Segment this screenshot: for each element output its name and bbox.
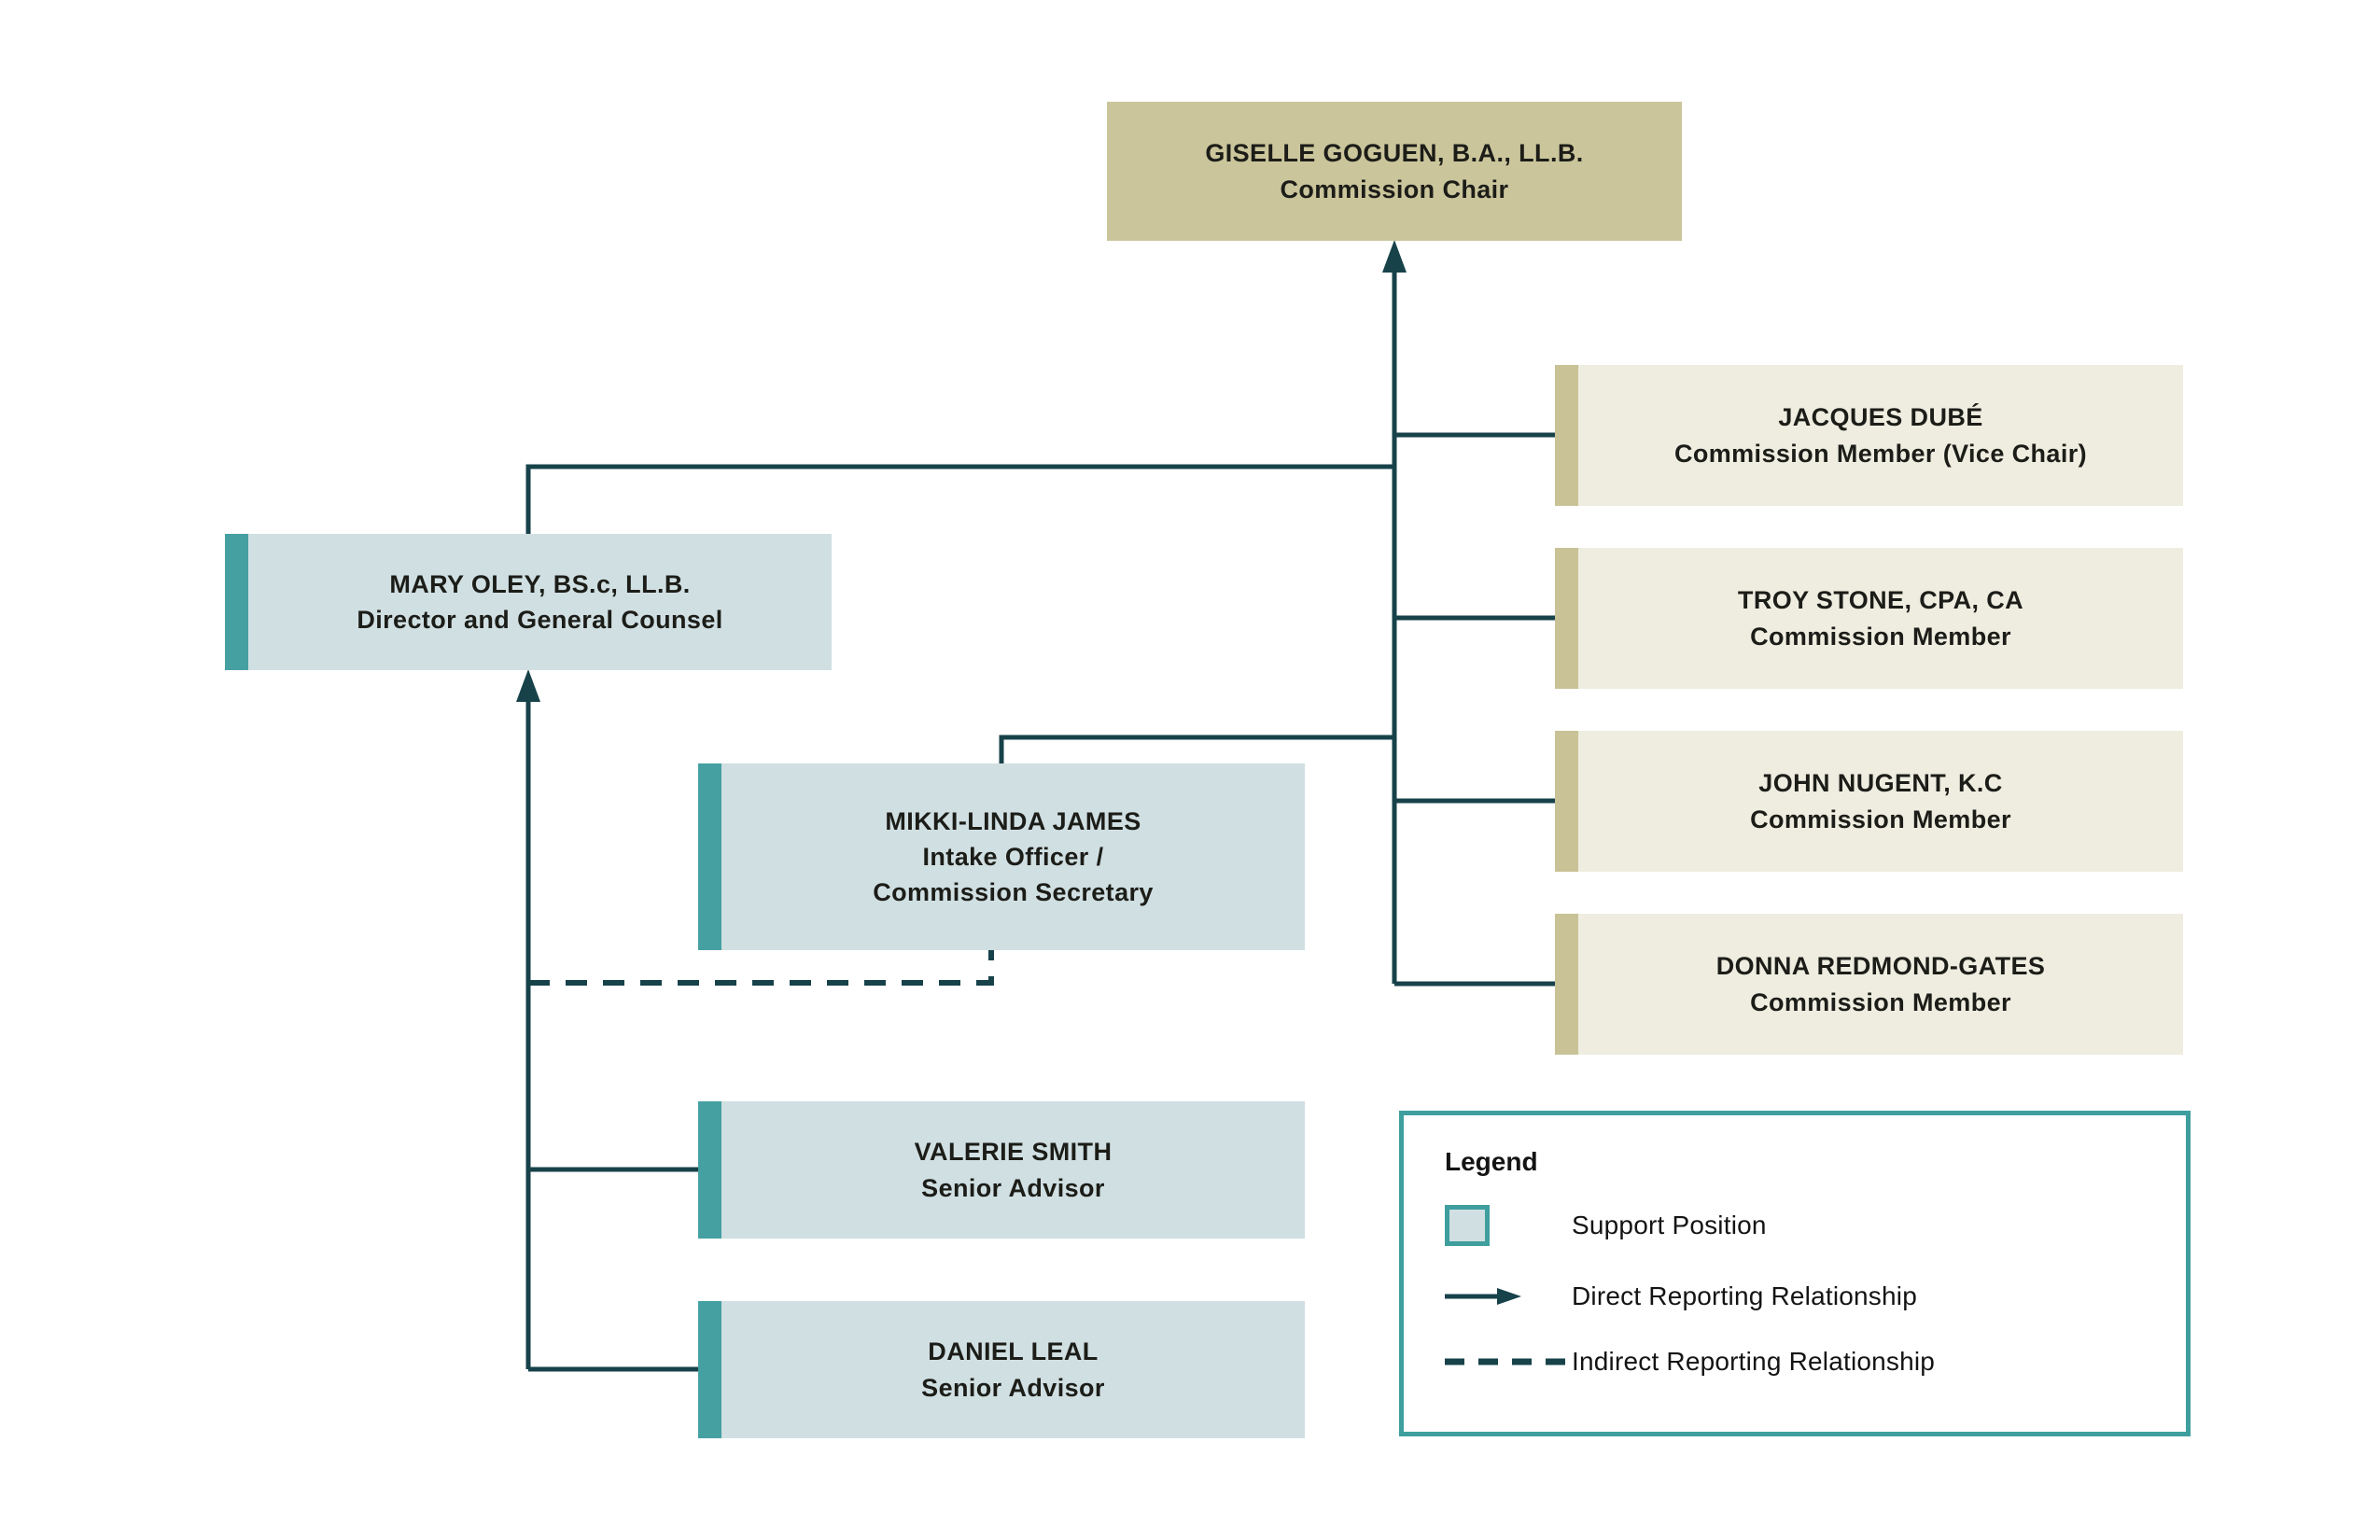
person-name: DANIEL LEAL <box>928 1337 1099 1366</box>
org-node-commission-chair: GISELLE GOGUEN, B.A., LL.B. Commission C… <box>1107 102 1682 241</box>
person-name: MIKKI-LINDA JAMES <box>885 806 1141 835</box>
person-role: Commission Member (Vice Chair) <box>1673 439 2088 468</box>
person-role: Commission Member <box>1750 622 2011 651</box>
legend-item-direct-reporting: Direct Reporting Relationship <box>1445 1281 2158 1311</box>
connector-indirect-director-intake <box>528 950 994 986</box>
org-node-director-general-counsel: MARY OLEY, BS.c, LL.B. Director and Gene… <box>225 534 832 670</box>
support-position-swatch-icon <box>1445 1205 1490 1246</box>
person-role: Commission Member <box>1750 987 2011 1016</box>
arrowhead-into-director <box>516 669 540 702</box>
connector-director-to-trunk <box>525 464 1394 534</box>
person-role: Commission Member <box>1750 805 2011 833</box>
direct-arrow-icon <box>1445 1288 1521 1305</box>
person-name: TROY STONE, CPA, CA <box>1737 586 2024 615</box>
arrowhead-into-chair <box>1382 240 1407 273</box>
person-name: JOHN NUGENT, K.C <box>1758 769 2003 798</box>
legend-item-support-position: Support Position <box>1445 1205 2158 1246</box>
legend-item-label: Indirect Reporting Relationship <box>1572 1347 1936 1376</box>
legend-box: Legend Support Position Direct Reporting… <box>1399 1111 2191 1436</box>
person-role: Director and General Counsel <box>357 606 723 634</box>
org-node-member-donna-redmond-gates: DONNA REDMOND-GATES Commission Member <box>1555 914 2183 1055</box>
legend-item-label: Direct Reporting Relationship <box>1572 1281 1917 1310</box>
person-name: GISELLE GOGUEN, B.A., LL.B. <box>1205 139 1584 168</box>
org-node-intake-officer-secretary: MIKKI-LINDA JAMES Intake Officer / Commi… <box>698 763 1305 950</box>
legend-item-indirect-reporting: Indirect Reporting Relationship <box>1445 1347 2158 1377</box>
person-name: JACQUES DUBÉ <box>1778 403 1983 432</box>
org-node-member-jacques-dube: JACQUES DUBÉ Commission Member (Vice Cha… <box>1555 365 2183 506</box>
org-node-senior-advisor-daniel: DANIEL LEAL Senior Advisor <box>698 1301 1305 1438</box>
legend-title: Legend <box>1445 1147 1538 1176</box>
person-role: Intake Officer / Commission Secretary <box>873 842 1154 907</box>
org-node-member-john-nugent: JOHN NUGENT, K.C Commission Member <box>1555 731 2183 872</box>
person-role: Commission Chair <box>1280 175 1509 203</box>
person-role: Senior Advisor <box>921 1373 1105 1402</box>
org-node-senior-advisor-valerie: VALERIE SMITH Senior Advisor <box>698 1101 1305 1239</box>
org-node-member-troy-stone: TROY STONE, CPA, CA Commission Member <box>1555 548 2183 689</box>
legend-item-label: Support Position <box>1572 1211 1767 1239</box>
dashed-line-icon <box>1445 1358 1568 1365</box>
connector-intake-to-trunk <box>999 735 1394 763</box>
person-name: MARY OLEY, BS.c, LL.B. <box>389 569 691 598</box>
person-role: Senior Advisor <box>921 1173 1105 1202</box>
person-name: DONNA REDMOND-GATES <box>1715 952 2046 981</box>
person-name: VALERIE SMITH <box>914 1138 1113 1167</box>
